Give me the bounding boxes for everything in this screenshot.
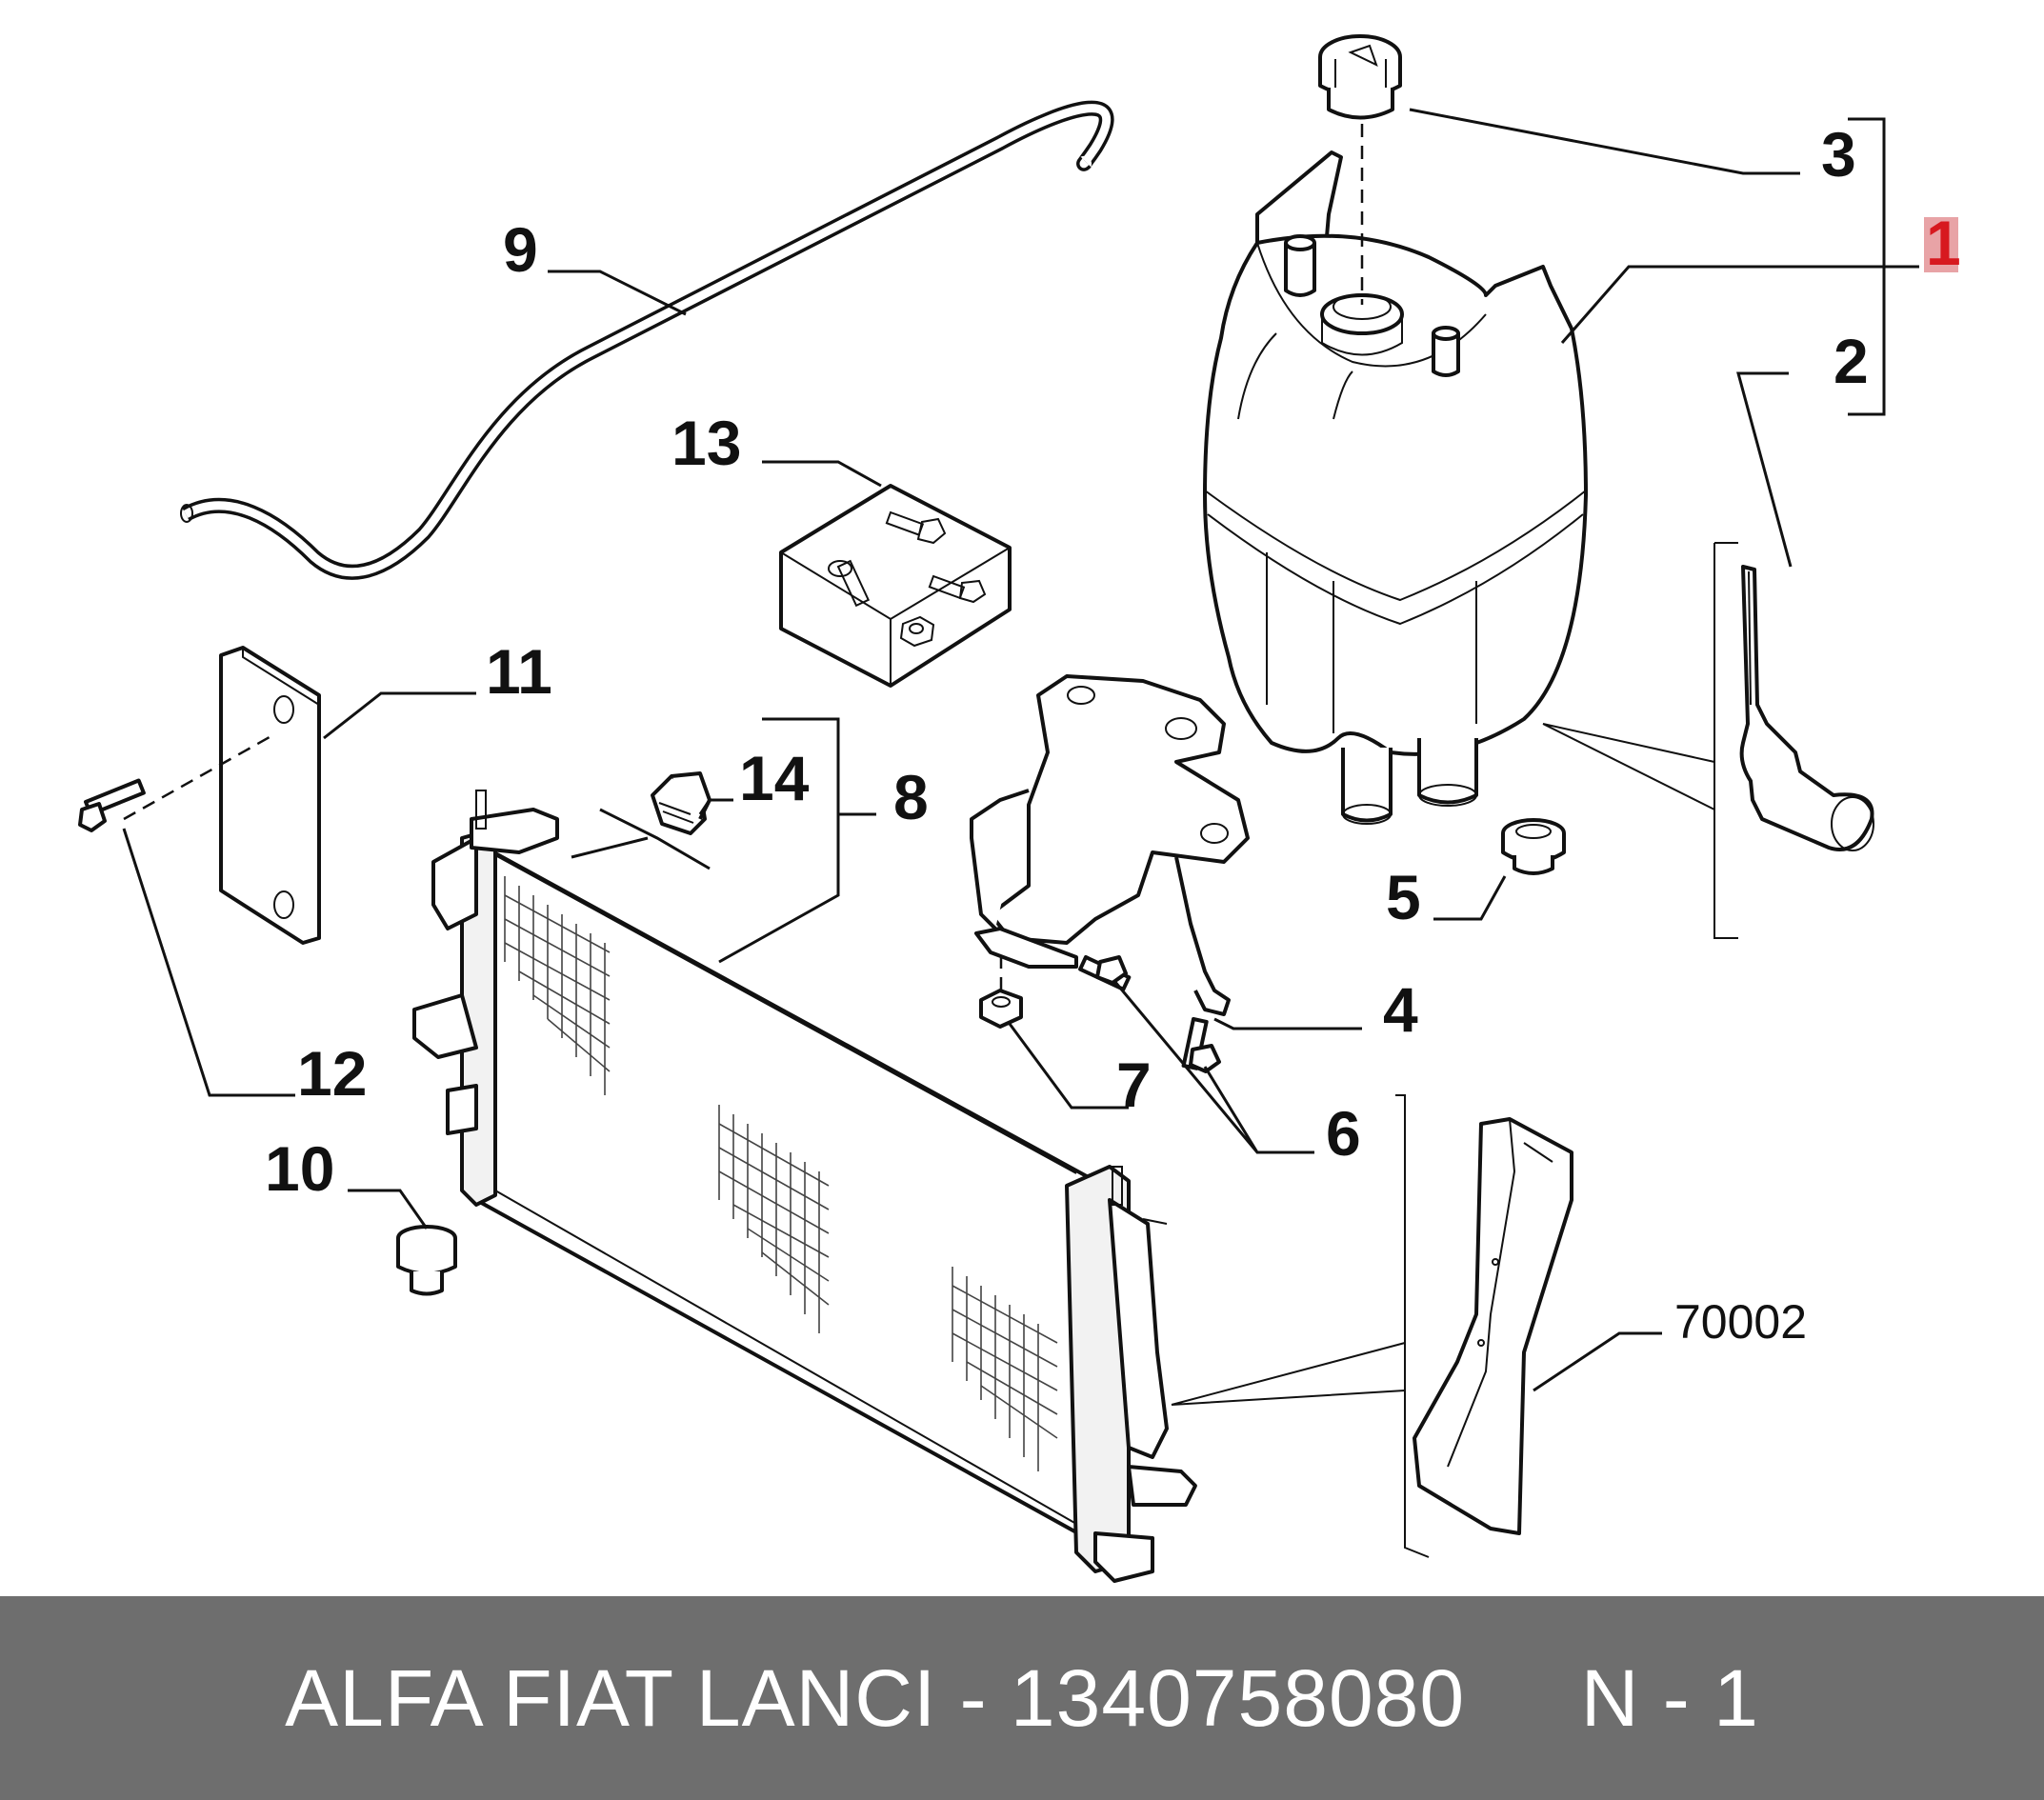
leader-lines <box>122 108 1919 1392</box>
callout-1: 1 <box>1926 208 1961 278</box>
callout-12: 12 <box>297 1038 367 1109</box>
hardware-kit-part-13 <box>779 484 1012 688</box>
nut-part-7 <box>979 989 1023 1029</box>
grommet-part-5 <box>1501 818 1566 875</box>
bracket-assembly <box>970 674 1250 1016</box>
callout-ref-70002: 70002 <box>1674 1295 1807 1349</box>
footer-bar: ALFA FIAT LANCI - 1340758080 N - 1 <box>0 1596 2044 1800</box>
hose-part-9 <box>180 100 1114 580</box>
fitting-part-14 <box>651 771 711 835</box>
cap-part-3 <box>1318 34 1402 120</box>
callout-9: 9 <box>503 214 538 285</box>
footer-part-number: ALFA FIAT LANCI - 1340758080 N - 1 <box>285 1652 1759 1743</box>
parts-diagram: 1 2 3 4 5 6 7 8 9 10 11 12 13 14 70002 <box>78 34 1961 1583</box>
callout-8: 8 <box>893 762 929 832</box>
ref-pointer-lines <box>1171 1342 1406 1406</box>
highlight-box <box>1924 217 1958 272</box>
callout-3: 3 <box>1821 119 1856 190</box>
sensor-pointer-lines <box>1542 723 1715 810</box>
callout-14: 14 <box>739 743 810 813</box>
callout-10: 10 <box>265 1133 334 1204</box>
ref-group-bracket <box>1395 1094 1430 1558</box>
bolt-part-6 <box>1078 955 1221 1073</box>
grommet-part-10 <box>396 1225 457 1296</box>
radiator-fin-pattern <box>504 876 1058 1471</box>
reference-part-70002 <box>1413 1117 1573 1535</box>
axis-line-11 <box>123 731 277 821</box>
bolt-part-12 <box>78 778 146 832</box>
radiator-part-8 <box>412 790 1197 1583</box>
level-sensor-part-2 <box>1739 565 1874 851</box>
expansion-tank-part-1 <box>1203 150 1588 825</box>
callout-11: 11 <box>486 636 552 707</box>
callout-6: 6 <box>1326 1098 1361 1169</box>
callout-5: 5 <box>1386 862 1421 932</box>
plate-part-11 <box>219 646 321 945</box>
sensor-group-bracket <box>1713 542 1738 939</box>
callout-4: 4 <box>1383 974 1418 1045</box>
callout-7: 7 <box>1116 1050 1152 1120</box>
callout-13: 13 <box>671 408 741 478</box>
callout-2: 2 <box>1834 326 1869 396</box>
